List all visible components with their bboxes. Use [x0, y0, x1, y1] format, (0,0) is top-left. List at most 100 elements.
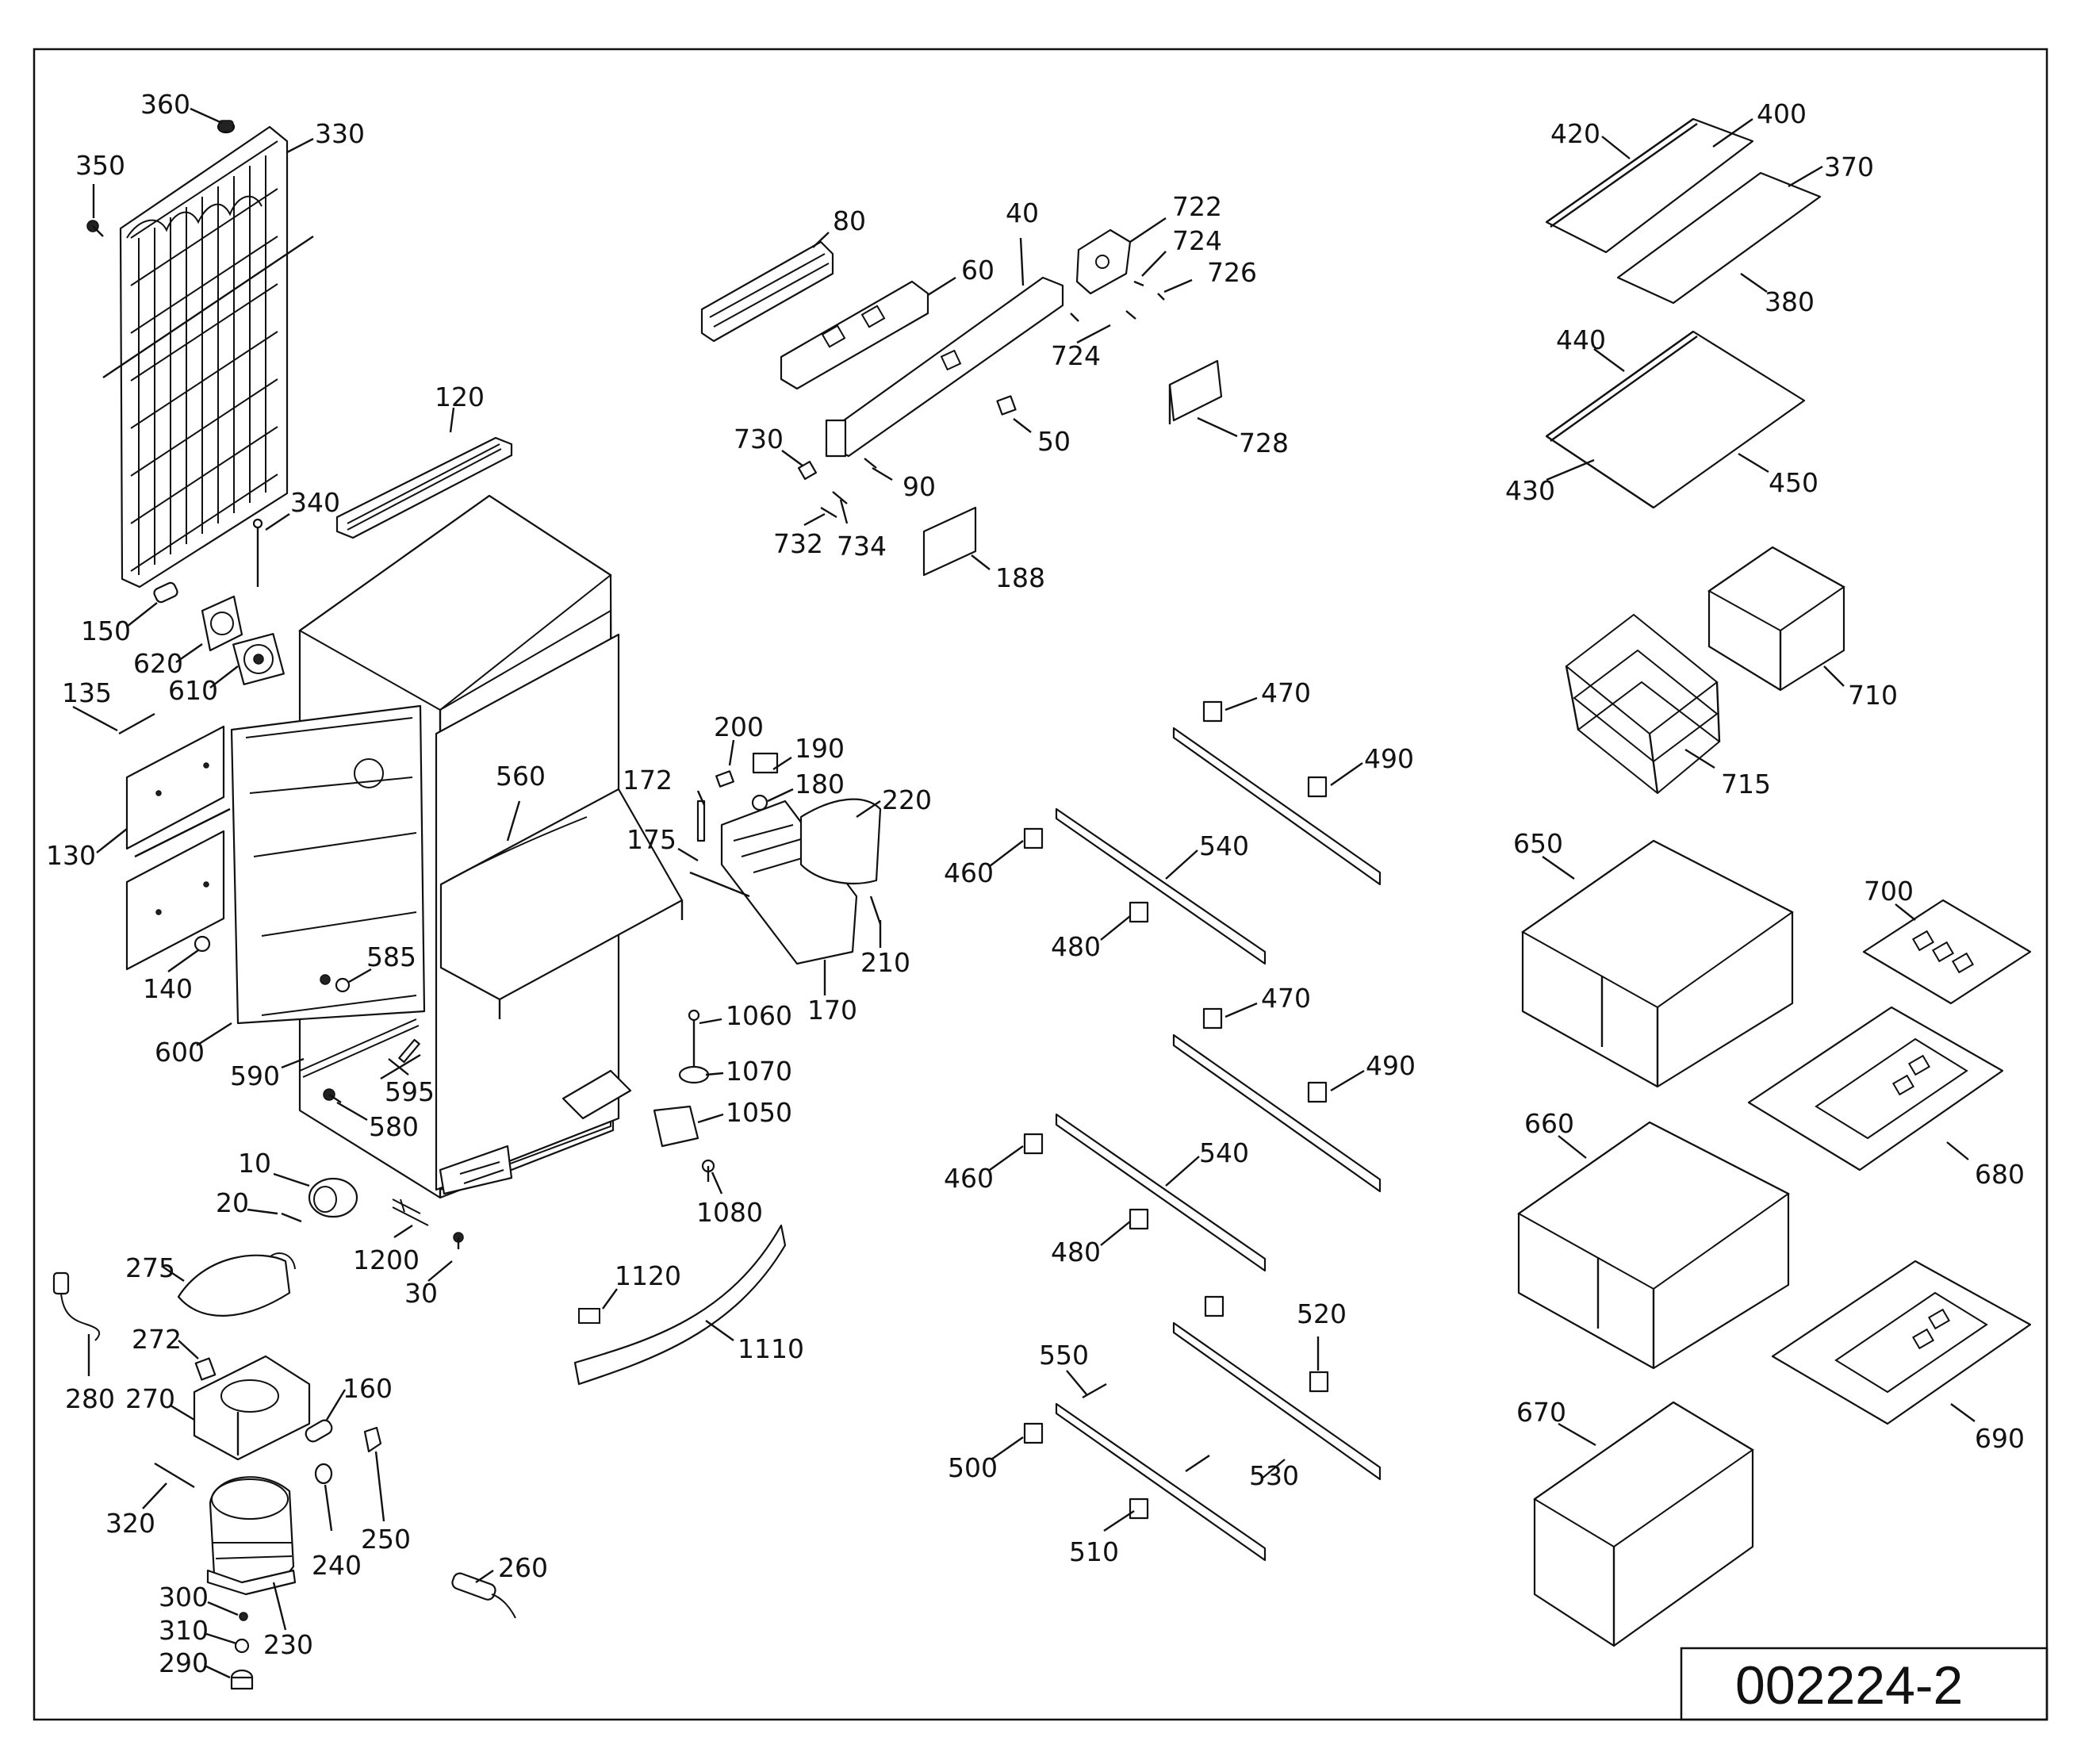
callout-700: 700 [1864, 876, 1914, 907]
callout-460b: 460 [944, 1163, 994, 1194]
leader-lines [72, 107, 1976, 1679]
callout-30: 30 [404, 1278, 438, 1309]
callout-690: 690 [1975, 1423, 2025, 1454]
callout-420: 420 [1550, 118, 1600, 149]
callout-220: 220 [882, 784, 932, 815]
drawer-650 [1521, 839, 1794, 1088]
callout-715: 715 [1721, 769, 1771, 800]
callout-188: 188 [995, 562, 1045, 593]
callout-172: 172 [623, 765, 673, 796]
callout-440: 440 [1556, 324, 1606, 355]
callout-272: 272 [132, 1324, 182, 1355]
callout-1200: 1200 [353, 1244, 420, 1275]
compressor-bracket [177, 1252, 296, 1317]
callout-500: 500 [948, 1452, 998, 1483]
callout-40: 40 [1006, 197, 1039, 228]
drawer-cover-700 [1862, 899, 2032, 1005]
callout-120: 120 [435, 382, 485, 412]
callout-480b: 480 [1051, 1237, 1101, 1267]
top-cover-strip [335, 436, 513, 539]
callout-10: 10 [238, 1148, 271, 1179]
callout-370: 370 [1824, 151, 1874, 182]
callout-380: 380 [1765, 286, 1815, 317]
callout-480: 480 [1051, 931, 1101, 962]
kickplate [573, 1224, 787, 1386]
callout-430: 430 [1505, 475, 1555, 506]
callout-540b: 540 [1199, 1137, 1249, 1168]
callout-200: 200 [714, 711, 764, 742]
slide-rail-group-2 [1023, 1007, 1382, 1272]
callout-135: 135 [62, 677, 112, 708]
callout-400: 400 [1757, 98, 1807, 129]
parts-illustrations [52, 117, 2032, 1690]
callout-150: 150 [81, 615, 131, 646]
bracket-722 [1070, 228, 1165, 322]
callout-300: 300 [159, 1582, 209, 1613]
callout-270: 270 [125, 1383, 175, 1414]
callout-210: 210 [860, 947, 910, 978]
callout-130: 130 [46, 840, 96, 871]
compressor [206, 1476, 297, 1596]
callout-290: 290 [159, 1647, 209, 1678]
condenser-coil [102, 125, 314, 589]
callout-724b: 724 [1051, 340, 1101, 371]
small-parts-left [118, 518, 285, 735]
callout-530: 530 [1249, 1460, 1299, 1491]
thermostat-housing [689, 752, 882, 965]
callout-350: 350 [75, 150, 125, 181]
callout-470: 470 [1261, 677, 1311, 708]
power-cord [52, 1271, 101, 1341]
callout-600: 600 [155, 1037, 205, 1068]
callout-170: 170 [807, 995, 857, 1026]
callout-490b: 490 [1366, 1050, 1416, 1081]
callout-310: 310 [159, 1615, 209, 1646]
bracket-728 [1168, 359, 1223, 424]
callout-585: 585 [366, 941, 416, 972]
grommet-360 [217, 120, 236, 134]
callout-1050: 1050 [726, 1097, 792, 1128]
callout-724: 724 [1172, 225, 1222, 256]
callout-20: 20 [216, 1187, 249, 1218]
callout-180: 180 [795, 769, 845, 800]
panel-small-parts [797, 395, 1017, 577]
callout-734: 734 [837, 531, 887, 562]
callout-90: 90 [903, 471, 936, 502]
callout-460: 460 [944, 857, 994, 888]
callout-320: 320 [105, 1508, 155, 1539]
callout-732: 732 [773, 528, 823, 559]
callout-660: 660 [1524, 1108, 1574, 1139]
compressor-small-parts [154, 1419, 382, 1489]
control-panel [700, 240, 1064, 458]
refrigerator-cabinet [230, 494, 684, 1199]
drawer-660 [1517, 1121, 1790, 1370]
drawer-frame-690 [1771, 1260, 2032, 1425]
callout-540: 540 [1199, 830, 1249, 861]
callout-330: 330 [315, 118, 365, 149]
callout-250: 250 [361, 1524, 411, 1555]
relay-box [193, 1355, 311, 1461]
callout-50: 50 [1037, 426, 1071, 457]
callout-1070: 1070 [726, 1056, 792, 1087]
callout-175: 175 [627, 824, 676, 855]
callout-340: 340 [290, 487, 340, 518]
slide-rail-group-3 [1023, 1295, 1382, 1562]
title-block [1680, 1647, 2048, 1721]
compressor-mount [230, 1612, 254, 1690]
slide-rail-group-1 [1023, 700, 1382, 965]
callout-490: 490 [1364, 743, 1414, 774]
callout-520: 520 [1297, 1298, 1347, 1329]
callout-610: 610 [168, 675, 218, 706]
callout-190: 190 [795, 733, 845, 764]
callout-590: 590 [230, 1060, 280, 1091]
callout-360: 360 [140, 89, 190, 120]
diagram-frame [33, 48, 2048, 1721]
callout-labels: 360 330 350 120 340 150 620 610 135 130 … [46, 89, 2025, 1678]
back-panels [125, 725, 231, 971]
callout-1110: 1110 [738, 1333, 804, 1364]
wire-rack [1565, 613, 1721, 795]
small-bin [1707, 546, 1845, 692]
drawing-code: 002224-2 [1735, 1655, 1963, 1716]
callout-595: 595 [385, 1076, 435, 1107]
callout-160: 160 [343, 1373, 393, 1404]
